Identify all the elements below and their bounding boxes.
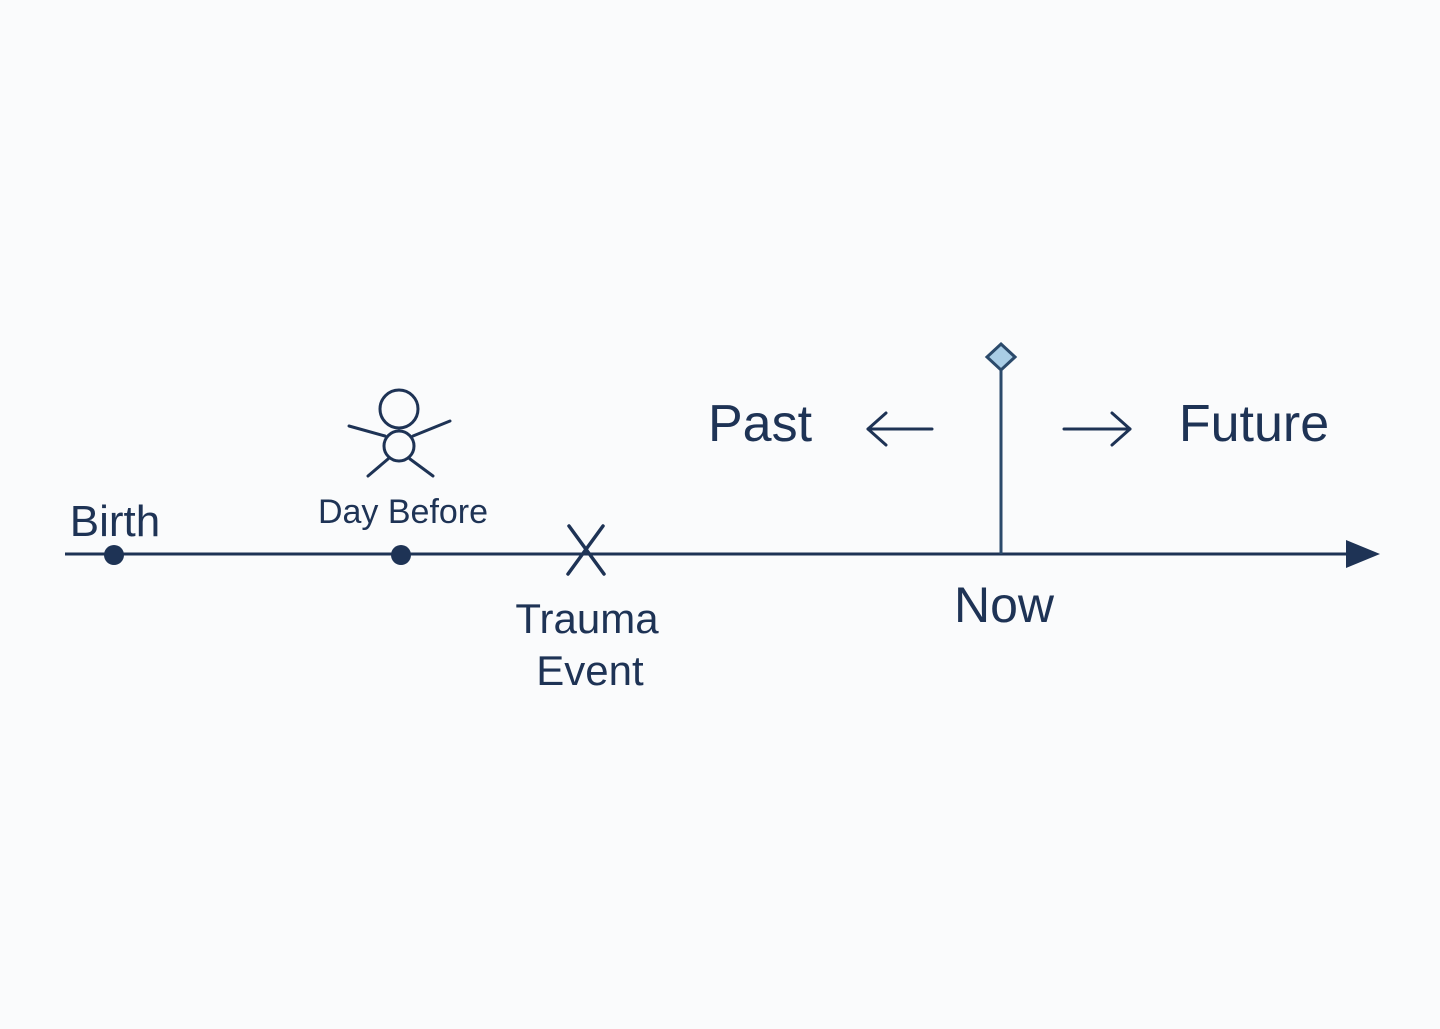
birth-dot [104,545,124,565]
left-arrow-icon [866,411,934,447]
trauma-label-line2: Event [536,647,644,694]
person-icon [347,388,452,478]
right-arrow-icon [1062,411,1132,447]
past-label: Past [708,395,813,453]
day-before-label: Day Before [318,493,488,531]
diamond-icon [984,341,1018,373]
day-before-dot [391,545,411,565]
trauma-label-line1: Trauma [515,595,659,642]
timeline-arrowhead [1346,540,1380,568]
birth-label: Birth [70,497,160,546]
now-label: Now [954,577,1055,633]
x-mark-icon [566,524,606,576]
future-label: Future [1179,395,1329,453]
